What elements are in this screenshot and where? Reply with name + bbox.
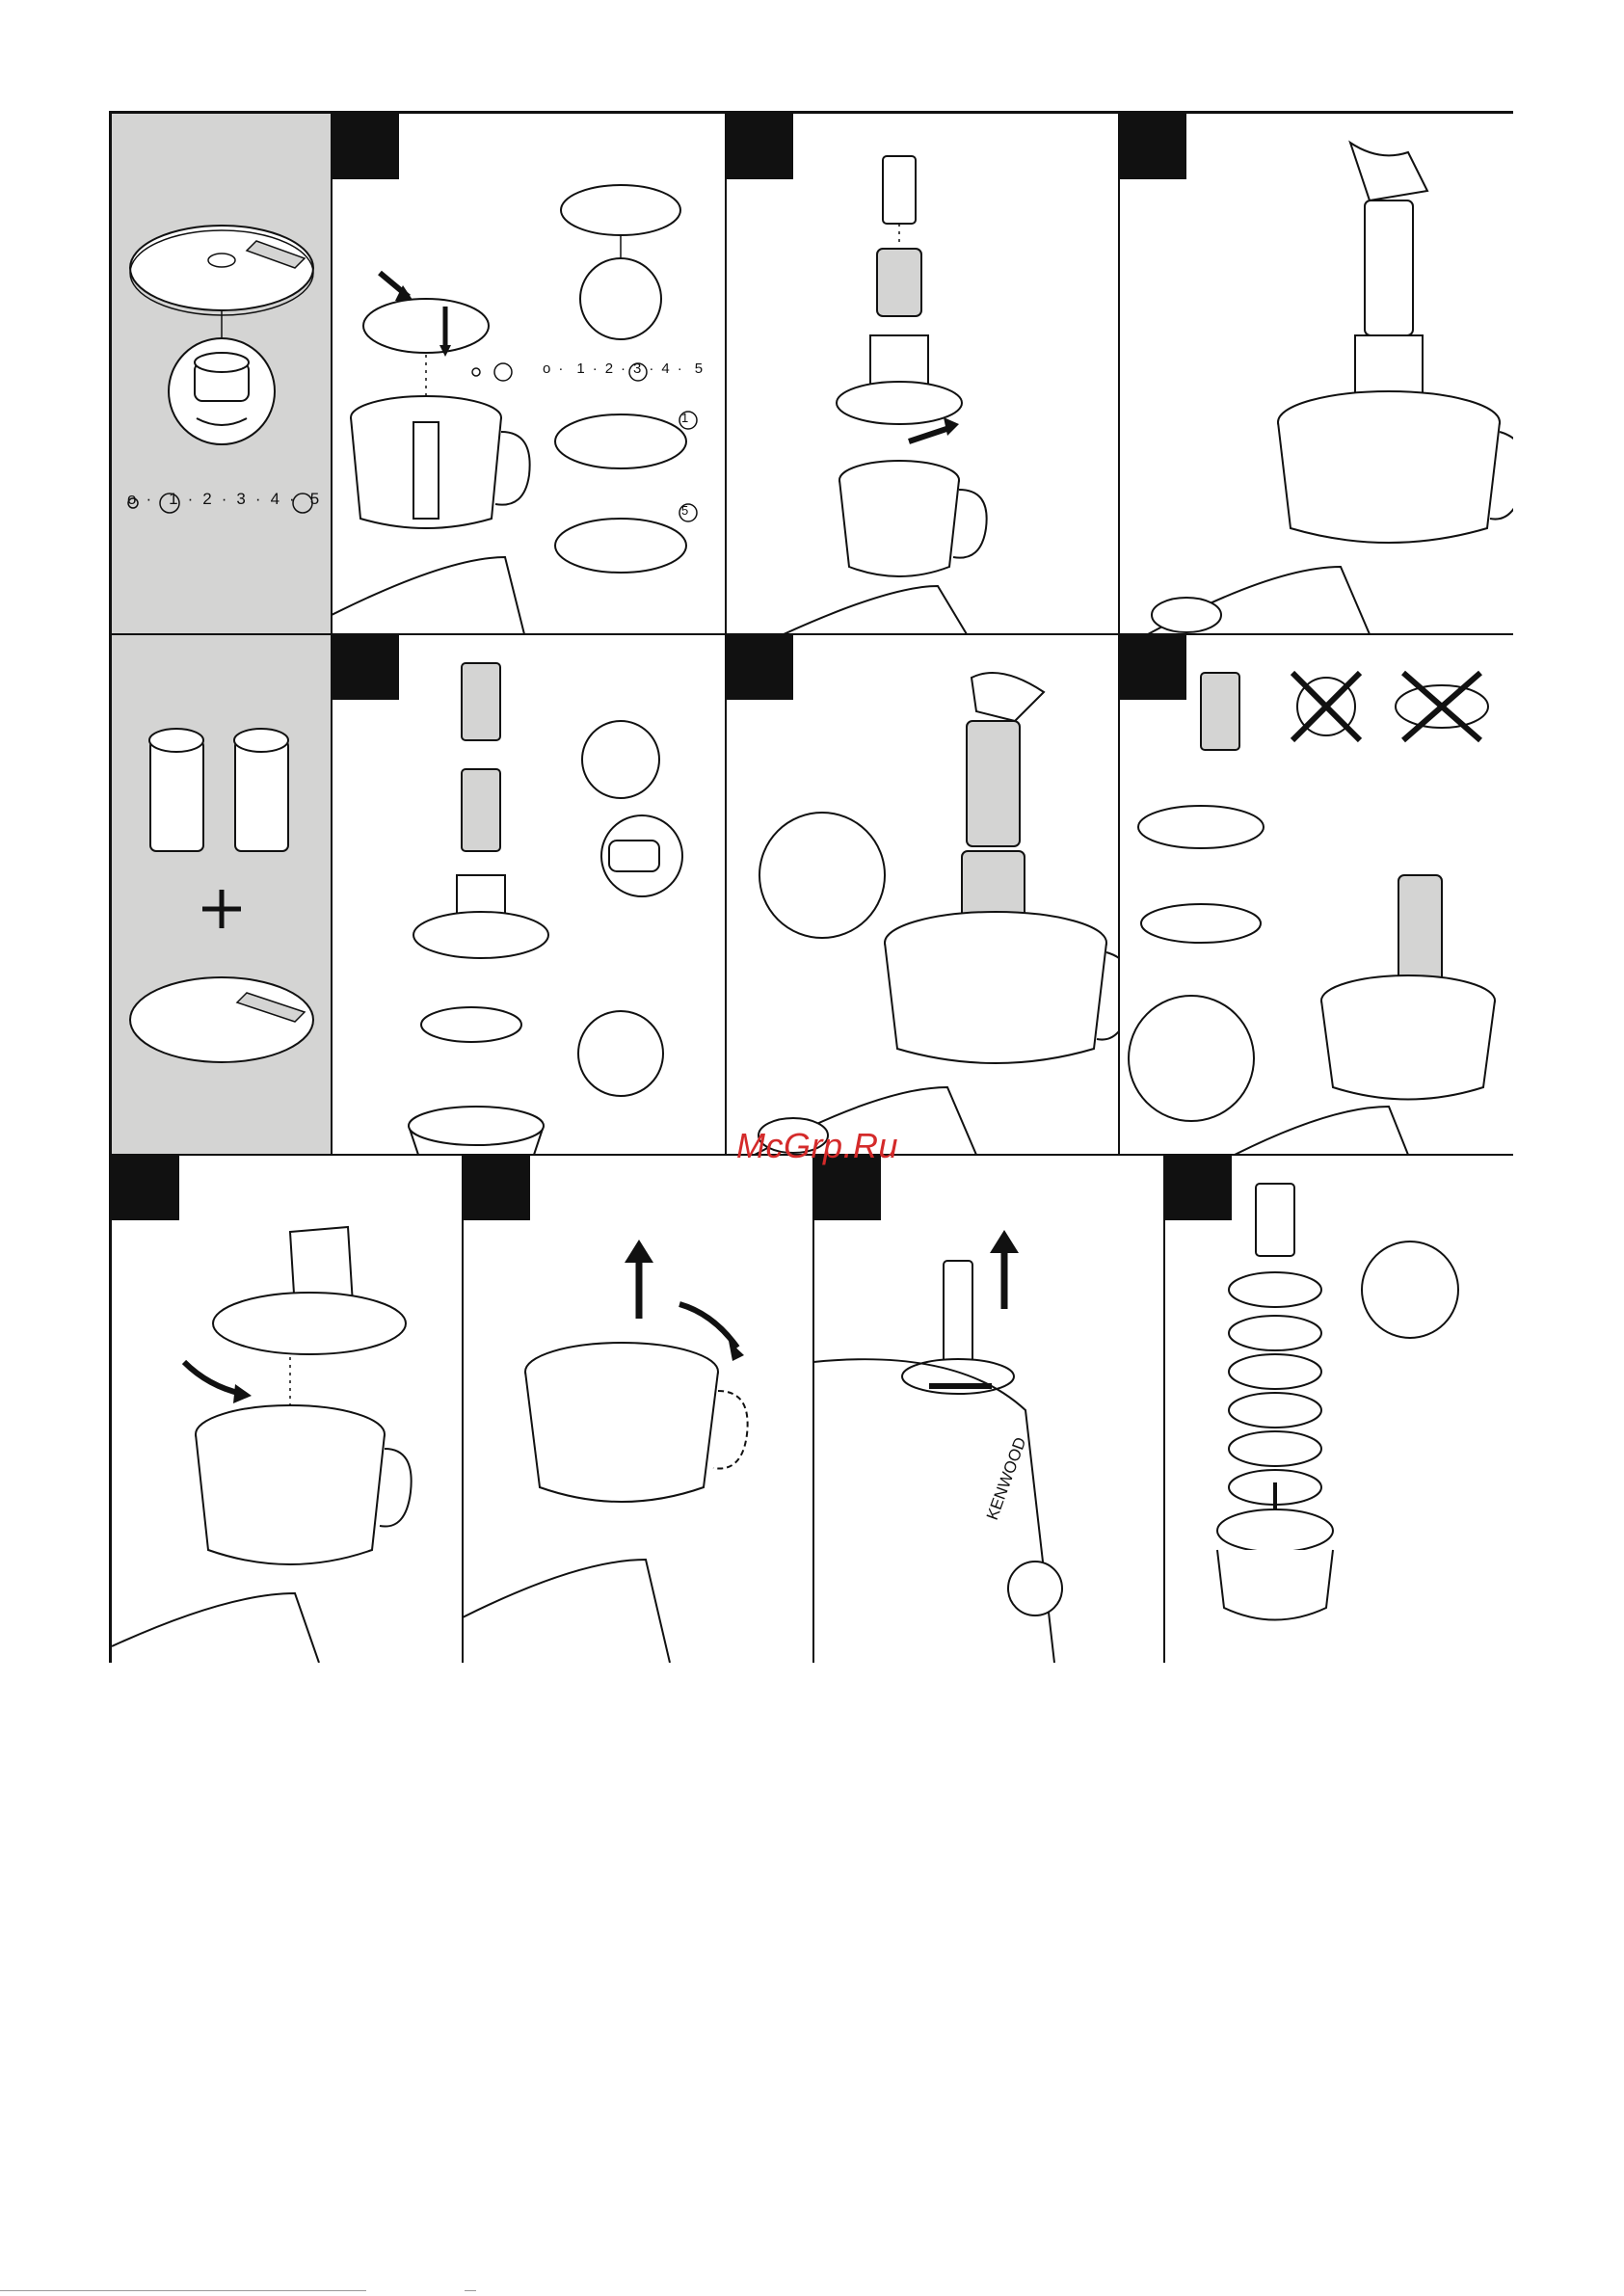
setting-off: o — [543, 360, 550, 377]
footer-rule — [0, 2290, 366, 2291]
dicing-illustration — [726, 634, 1119, 1155]
no-plug-icon — [1292, 673, 1360, 740]
instruction-sheet: KENWOOD — [109, 111, 1513, 1663]
panel-dicing-kit-overview — [112, 634, 332, 1155]
setting-off: o — [127, 490, 136, 509]
setting-2: 2 — [605, 360, 613, 377]
storage-illustration — [1164, 1155, 1513, 1663]
dicing-assembly-illustration — [332, 634, 726, 1155]
feed-food-illustration — [1119, 114, 1513, 634]
panel-step-3-dicing-warning — [1119, 634, 1513, 1155]
panel-step-1-dicing-assembly — [332, 634, 726, 1155]
slicer-settings-row-step1: o · 1 · 2 · 3 · 4 · 5 — [543, 360, 716, 377]
setting-5: 5 — [695, 360, 703, 377]
fit-lid-illustration — [726, 114, 1119, 634]
brand-logo: KENWOOD — [983, 1435, 1030, 1523]
panel-step-storage — [1164, 1155, 1513, 1663]
panel-step-remove-bowl — [463, 1155, 813, 1663]
disc-label-5: 5 — [681, 503, 688, 518]
watermark: McGrp.Ru — [721, 1126, 914, 1166]
panel-step-2-fit-lid — [726, 114, 1119, 634]
dicing-warning-illustration — [1119, 634, 1513, 1155]
setting-1: 1 — [169, 490, 177, 509]
panel-step-remove-drive: KENWOOD — [813, 1155, 1164, 1663]
setting-2: 2 — [202, 490, 211, 509]
panel-step-fit-lid-grater — [112, 1155, 463, 1663]
setting-3: 3 — [236, 490, 245, 509]
dicing-kit-illustration — [112, 634, 332, 1155]
slicer-settings-row-left: o · 1 · 2 · 3 · 4 · 5 — [127, 490, 320, 509]
no-disc-icon — [1396, 673, 1488, 740]
setting-4: 4 — [271, 490, 280, 509]
panel-slicing-disc-overview — [112, 114, 332, 634]
setting-5: 5 — [310, 490, 319, 509]
footer-mark — [465, 2290, 476, 2291]
setting-3: 3 — [633, 360, 641, 377]
setting-4: 4 — [661, 360, 669, 377]
disc-label-1: 1 — [681, 411, 688, 425]
setting-1: 1 — [576, 360, 584, 377]
remove-drive-illustration: KENWOOD — [813, 1155, 1164, 1663]
remove-bowl-illustration — [463, 1155, 813, 1663]
panel-step-3-feed-food — [1119, 114, 1513, 634]
panel-step-2-dicing — [726, 634, 1119, 1155]
slicing-disc-illustration — [112, 114, 332, 634]
fit-lid-grater-illustration — [112, 1155, 463, 1663]
